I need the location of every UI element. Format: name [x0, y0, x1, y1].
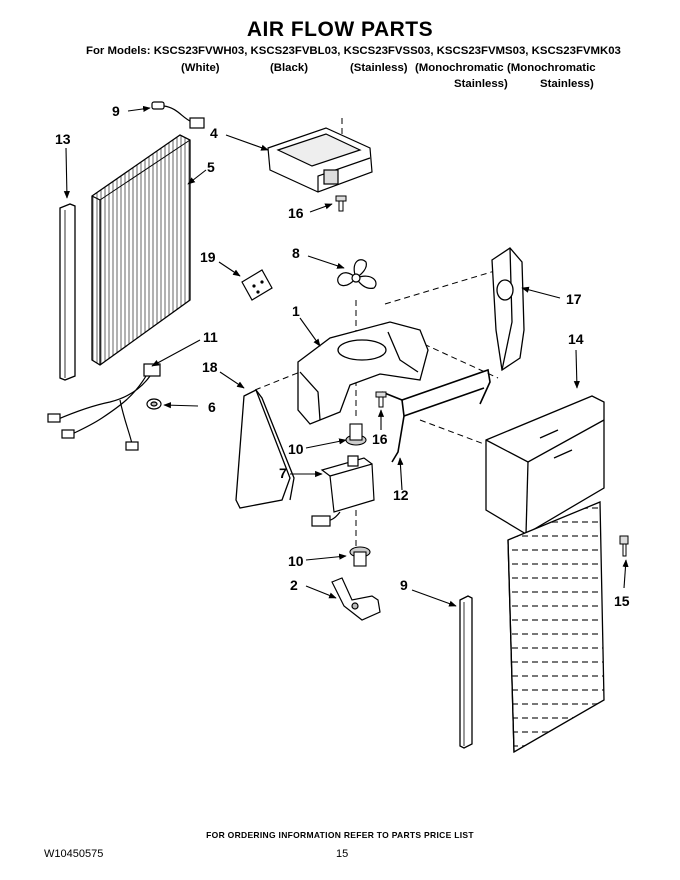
- part-4-air-duct: [267, 127, 373, 193]
- variant-label: (White): [181, 62, 220, 74]
- part-11-wiring-harness: [47, 363, 161, 451]
- part-16-screw: [375, 391, 387, 408]
- callout-label: 4: [210, 125, 218, 141]
- page-title: AIR FLOW PARTS: [246, 18, 434, 41]
- callout-label: 10: [288, 553, 304, 569]
- callout-label: 15: [614, 593, 630, 609]
- variant-label: (Monochromatic: [507, 62, 596, 74]
- page-number: 15: [336, 848, 349, 860]
- part-19-foam-pad: [241, 269, 273, 301]
- part-9-thermistor: [151, 101, 205, 129]
- document-number: W10450575: [44, 848, 104, 860]
- part-13-vertical-strip: [59, 203, 76, 381]
- part-5-evaporator-panel: [91, 134, 191, 366]
- callout-label: 18: [202, 359, 218, 375]
- part-12-wire-bracket: [381, 368, 491, 463]
- callout-label: 14: [568, 331, 584, 347]
- callout-label: 11: [203, 329, 218, 345]
- callout-label: 19: [200, 249, 216, 265]
- part-17-baffle: [491, 247, 525, 372]
- callout-label: 1: [292, 303, 300, 319]
- ordering-note: FOR ORDERING INFORMATION REFER TO PARTS …: [206, 830, 474, 840]
- callout-label: 7: [279, 465, 287, 481]
- callout-label: 12: [393, 487, 409, 503]
- part-2-motor-bracket: [331, 577, 381, 621]
- callout-label: 16: [372, 431, 388, 447]
- callout-label: 9: [400, 577, 408, 593]
- callout-label: 2: [290, 577, 298, 593]
- part-6-grommet: [146, 398, 162, 410]
- part-18-left-baffle: [235, 389, 295, 509]
- callout-leaders: [63, 105, 629, 607]
- callout-labels: 9 4 13 5 16 8 19 17 1 14 11 18 6 16 10 1…: [55, 103, 630, 609]
- part-10-motor-mount: [349, 546, 371, 567]
- callout-label: 8: [292, 245, 300, 261]
- variant-label: (Stainless): [350, 62, 408, 74]
- variant-label: (Monochromatic: [415, 62, 504, 74]
- part-9-vertical-strip: [459, 595, 473, 749]
- part-15-screw: [619, 535, 629, 557]
- models-line: For Models: KSCS23FVWH03, KSCS23FVBL03, …: [86, 45, 621, 57]
- callout-label: 9: [112, 103, 120, 119]
- callout-label: 6: [208, 399, 216, 415]
- callout-label: 5: [207, 159, 215, 175]
- callout-label: 10: [288, 441, 304, 457]
- variant-label: (Black): [270, 62, 308, 74]
- part-7-fan-motor: [311, 455, 375, 527]
- part-1-fan-shroud: [297, 321, 429, 425]
- callout-label: 16: [288, 205, 304, 221]
- part-16-screw: [335, 195, 347, 212]
- callout-label: 13: [55, 131, 71, 147]
- part-10-motor-mount: [345, 423, 367, 446]
- callout-label: 17: [566, 291, 582, 307]
- rear-panel: [507, 501, 605, 754]
- variant-label: Stainless): [454, 78, 508, 90]
- variant-label: Stainless): [540, 78, 594, 90]
- part-8-fan-blade: [337, 259, 377, 289]
- part-14-cover: [485, 395, 605, 535]
